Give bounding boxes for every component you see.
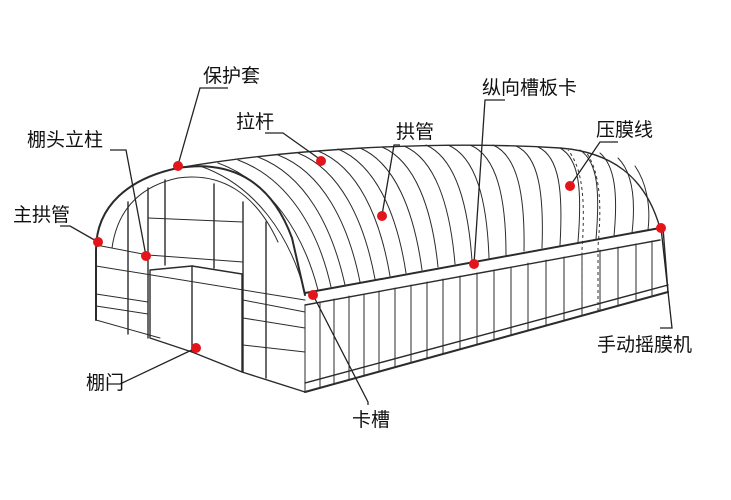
label-manual-film-roller: 手动摇膜机 — [597, 334, 692, 356]
side-top-rail — [304, 227, 661, 294]
label-clip-groove: 卡槽 — [352, 409, 390, 431]
leader-door — [108, 347, 197, 385]
gable-rail-5 — [147, 217, 244, 223]
film-pressing-line-dashed-2 — [585, 151, 601, 311]
gable-rail-7 — [242, 299, 306, 313]
leader-protective-cover — [177, 87, 228, 166]
leader-film-roller — [660, 227, 673, 329]
film-roller-rod — [304, 284, 669, 384]
gable-rail-9 — [242, 344, 306, 353]
leader-clip-channel — [473, 99, 505, 265]
front-gable-inner-arch — [111, 176, 279, 249]
leader-tie-rod — [265, 132, 322, 161]
leader-arch-pipe — [381, 144, 400, 216]
labels: 保护套 拉杆 拱管 纵向槽板卡 压膜线 棚头立柱 主拱管 手动摇膜机 棚门 卡槽 — [13, 65, 692, 431]
roof-arch-pipes — [199, 144, 650, 294]
film-pressing-line-dashed-1 — [567, 149, 584, 316]
side-wall-studs — [304, 240, 653, 393]
leader-main-arch — [60, 225, 99, 243]
markers — [93, 156, 666, 353]
marker-clip-channel — [469, 259, 479, 269]
ridge-line — [177, 144, 661, 229]
marker-arch-pipe — [377, 211, 387, 221]
marker-clip-groove — [308, 290, 318, 300]
marker-protective-cover — [173, 161, 183, 171]
gable-rail-3 — [95, 293, 149, 303]
gable-base — [241, 371, 306, 393]
gable-rail-2 — [95, 265, 306, 301]
label-gable-post: 棚头立柱 — [27, 129, 103, 151]
label-longitudinal-clip-channel: 纵向槽板卡 — [482, 77, 577, 99]
label-film-pressing-line: 压膜线 — [596, 119, 653, 141]
label-tie-rod: 拉杆 — [236, 111, 274, 133]
gable-rail-6 — [147, 254, 244, 263]
marker-door — [191, 343, 201, 353]
label-greenhouse-door: 棚门 — [86, 372, 124, 394]
gable-rail-4 — [95, 305, 149, 315]
gable-rail-1 — [95, 244, 149, 256]
leader-lines — [60, 87, 673, 405]
label-arch-pipe: 拱管 — [396, 121, 434, 143]
marker-tie-rod — [316, 156, 326, 166]
marker-film-line — [565, 181, 575, 191]
label-protective-cover: 保护套 — [203, 65, 260, 87]
marker-film-roller — [656, 223, 666, 233]
greenhouse-structure — [95, 144, 669, 393]
side-bottom — [304, 291, 669, 393]
leader-gable-post — [110, 149, 147, 257]
marker-main-arch — [93, 237, 103, 247]
leader-film-line — [569, 141, 618, 187]
leader-clip-groove — [312, 294, 369, 405]
label-main-arch-pipe: 主拱管 — [13, 204, 70, 226]
marker-gable-post — [141, 251, 151, 261]
gable-rail-8 — [242, 317, 306, 329]
